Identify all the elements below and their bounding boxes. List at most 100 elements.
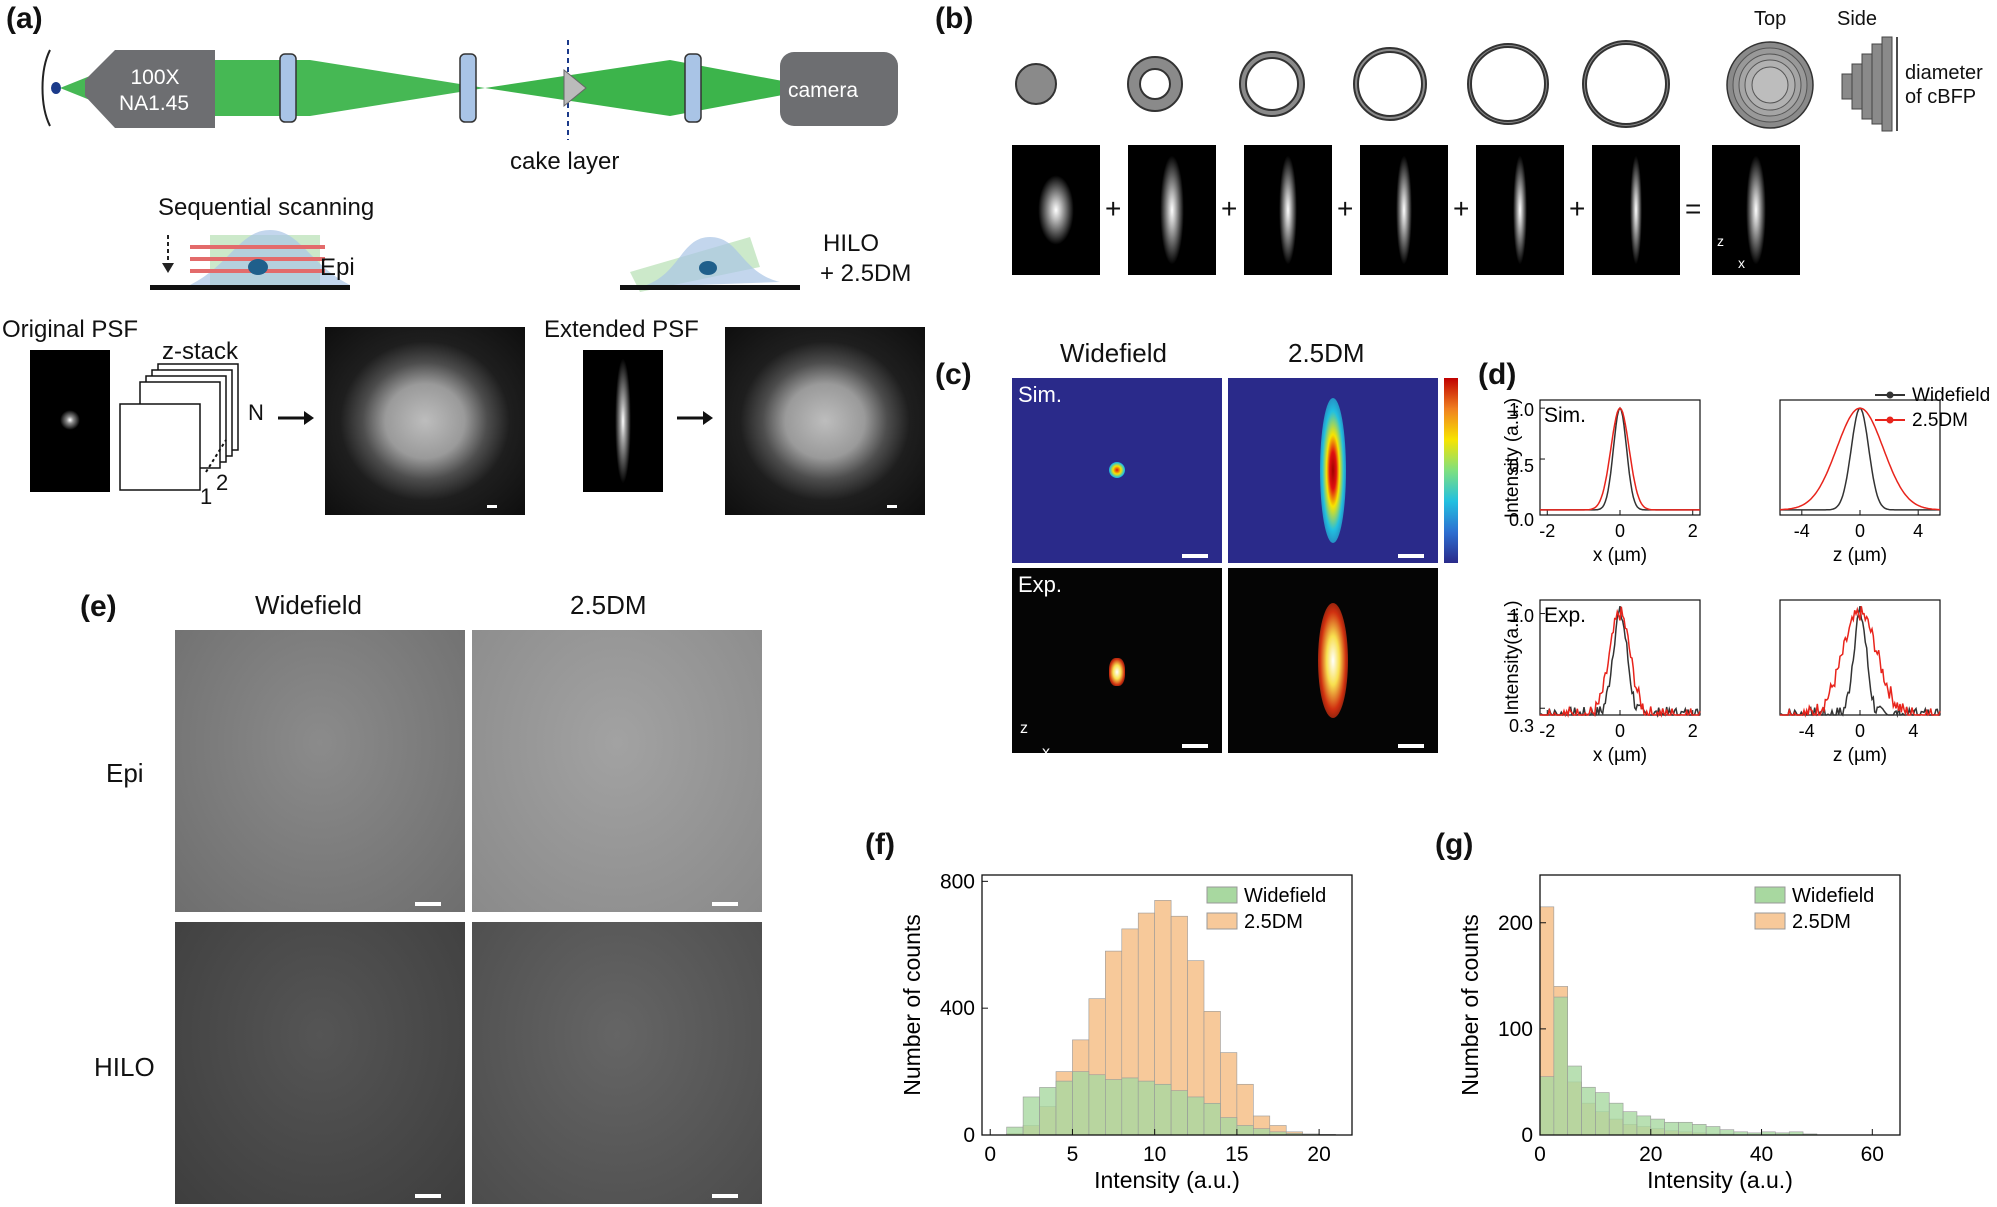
x-tick-label: 5 xyxy=(1067,1143,1079,1166)
y-tick-label: 200 xyxy=(1498,912,1533,935)
legend-swatch xyxy=(1206,912,1238,930)
x-tick-label: 2 xyxy=(1688,521,1698,541)
extended-psf-image xyxy=(583,350,663,492)
original-psf-label: Original PSF xyxy=(2,316,139,343)
row-label: Sim. xyxy=(1544,404,1586,427)
sequential-scanning-diagram xyxy=(150,230,350,290)
widefield-bar xyxy=(1121,1077,1139,1136)
c-col-widefield: Widefield xyxy=(1060,338,1167,368)
stack-n-label: N xyxy=(248,400,264,425)
x-tick-label: -2 xyxy=(1539,521,1555,541)
panel-label-g: (g) xyxy=(1435,828,1474,861)
25dm-cell-image xyxy=(725,327,925,515)
y-tick-label: 100 xyxy=(1498,1018,1533,1041)
y-tick-label: 0 xyxy=(963,1124,975,1147)
widefield-bar xyxy=(1678,1121,1693,1136)
sequential-scanning-label: Sequential scanning xyxy=(158,194,375,221)
hilo-25dm-label: + 2.5DM xyxy=(820,260,912,287)
plus-sign: + xyxy=(1221,193,1238,224)
plot-frame xyxy=(981,874,1353,1136)
legend-widefield-label: Widefield xyxy=(1912,385,1990,406)
widefield-bar xyxy=(1088,1074,1106,1136)
stack-2-label: 2 xyxy=(216,470,229,495)
widefield-bar xyxy=(1154,1083,1172,1136)
widefield-bar xyxy=(1692,1124,1707,1136)
x-tick-label: 0 xyxy=(1534,1143,1546,1166)
c-col-25dm: 2.5DM xyxy=(1288,338,1365,368)
camera-label: camera xyxy=(788,79,859,102)
widefield-bar xyxy=(1650,1118,1665,1136)
e-row-epi: Epi xyxy=(106,758,144,788)
plus-sign: + xyxy=(1105,193,1122,224)
x-axis-label: x (µm) xyxy=(1593,545,1647,566)
diameter-label: diameter xyxy=(1905,62,1983,84)
hilo-label: HILO xyxy=(823,230,880,257)
x-tick-label: 10 xyxy=(1143,1143,1166,1166)
widefield-bar xyxy=(1105,1079,1123,1136)
widefield-bar xyxy=(1553,996,1568,1136)
legend-label: 2.5DM xyxy=(1244,911,1303,933)
objective-mag-label: 100X xyxy=(130,66,180,89)
c-exp-label: Exp. xyxy=(1018,572,1063,597)
b-psf-image xyxy=(1360,145,1448,275)
arrow-icon xyxy=(677,411,713,425)
z-stack-label: z-stack xyxy=(162,338,239,365)
panel-label-a: (a) xyxy=(6,2,43,35)
y-axis-label: Number of counts xyxy=(899,914,925,1096)
widefield-bar xyxy=(1039,1087,1057,1136)
side-label: Side xyxy=(1837,8,1878,30)
plus-sign: + xyxy=(1453,193,1470,224)
cbfp-label: of cBFP xyxy=(1905,86,1977,108)
annular-pupil-diagram xyxy=(1015,40,1670,128)
y-axis-label: Number of counts xyxy=(1457,914,1483,1096)
c-exp-25dm-image xyxy=(1228,568,1438,753)
e-epi-25dm-image xyxy=(472,630,762,912)
cake-top-view-icon xyxy=(1726,41,1814,129)
row-label: Exp. xyxy=(1544,604,1586,627)
widefield-bar xyxy=(1253,1128,1271,1136)
x-tick-label: 15 xyxy=(1225,1143,1248,1166)
widefield-bar xyxy=(1187,1096,1205,1136)
z-stack-diagram xyxy=(119,363,239,491)
legend-label: 2.5DM xyxy=(1792,911,1851,933)
y-axis-label: Intensity (a.u.) xyxy=(1502,398,1523,518)
colorbar xyxy=(1444,378,1458,563)
widefield-bar xyxy=(1567,1065,1582,1136)
25dm-profile-line xyxy=(1540,407,1700,511)
widefield-cell-image xyxy=(325,327,525,515)
original-psf-image xyxy=(30,350,110,492)
x-tick-label: 60 xyxy=(1861,1143,1884,1166)
widefield-bar xyxy=(1220,1117,1238,1136)
y-tick-label: 0.3 xyxy=(1509,716,1534,736)
x-tick-label: 4 xyxy=(1908,721,1918,741)
plus-sign: + xyxy=(1569,193,1586,224)
c-axis-x: x xyxy=(1042,744,1050,761)
y-axis-label: Intensity(a.u.) xyxy=(1502,600,1523,715)
b-axis-x: x xyxy=(1738,255,1745,271)
b-psf-image xyxy=(1012,145,1100,275)
cake-side-view-icon xyxy=(1841,36,1898,132)
b-psf-image xyxy=(1712,145,1800,275)
hilo-diagram xyxy=(620,237,800,292)
top-label: Top xyxy=(1754,8,1787,30)
legend-label: Widefield xyxy=(1244,885,1326,907)
widefield-bar xyxy=(1622,1111,1638,1136)
b-psf-image xyxy=(1592,145,1680,275)
widefield-bar xyxy=(1072,1071,1090,1136)
x-axis-label: z (µm) xyxy=(1833,745,1887,766)
x-tick-label: 20 xyxy=(1639,1143,1662,1166)
x-tick-label: 2 xyxy=(1688,721,1698,741)
widefield-bar xyxy=(1636,1115,1652,1136)
widefield-bar xyxy=(1006,1126,1024,1136)
legend-swatch xyxy=(1754,912,1786,930)
widefield-bar xyxy=(1203,1102,1221,1136)
plot-frame xyxy=(1539,874,1901,1136)
x-axis-label: Intensity (a.u.) xyxy=(1647,1167,1793,1193)
e-row-hilo: HILO xyxy=(94,1052,155,1082)
widefield-bar xyxy=(1719,1129,1735,1136)
